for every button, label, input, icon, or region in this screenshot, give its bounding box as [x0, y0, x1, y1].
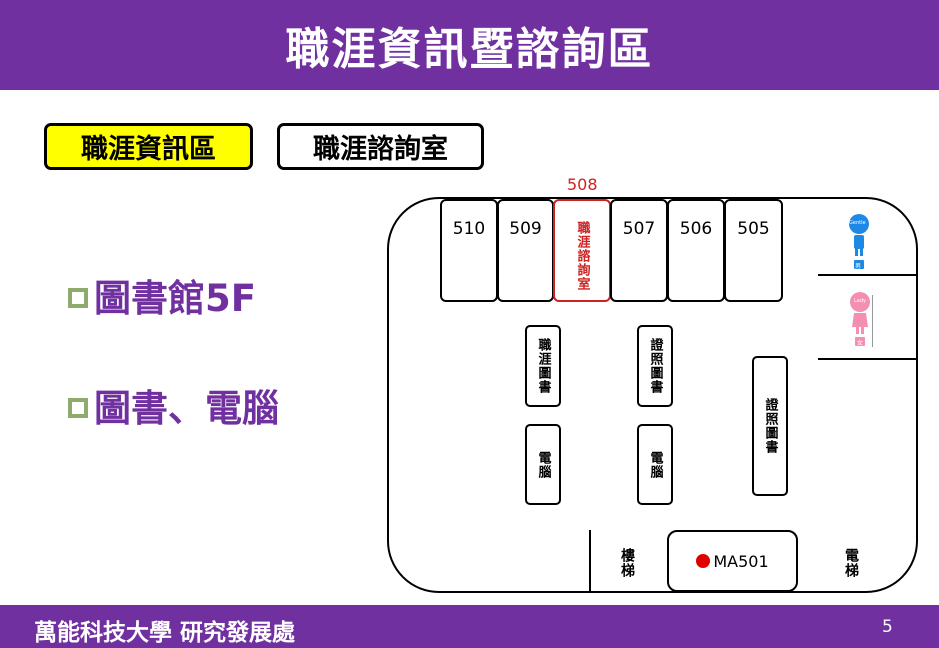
women-restroom-icon — [850, 292, 873, 347]
restroom-wall-2 — [818, 358, 918, 360]
footer-bar: 萬能科技大學 研究發展處 5 — [0, 605, 939, 648]
career-info-tag: 職涯資訊區 — [44, 123, 253, 170]
shelf-label: 職涯圖書 — [535, 338, 551, 394]
page-number: 5 — [882, 617, 893, 637]
elevator-label: 電梯 — [841, 548, 861, 582]
bullet-item-resources: 圖書、電腦 — [68, 378, 279, 432]
women-char: 女 — [857, 340, 864, 347]
stair-wall — [589, 530, 591, 592]
room-label: 505 — [737, 219, 770, 239]
room-505: 505 — [724, 199, 783, 302]
location-dot-icon — [696, 554, 711, 568]
license-books-shelf-2: 證照圖書 — [752, 356, 788, 496]
room-508: 職涯諮詢室 — [553, 199, 611, 302]
page-title: 職涯資訊暨諮詢區 — [285, 24, 654, 75]
bullet-text: 圖書、電腦 — [94, 387, 279, 430]
restroom-women: Lady 女 — [848, 291, 873, 351]
shelf-label: 證照圖書 — [762, 398, 778, 454]
career-consult-tag: 職涯諮詢室 — [277, 123, 484, 170]
stairs-label: 樓梯 — [617, 548, 637, 582]
room-507: 507 — [610, 199, 668, 302]
room-label: 510 — [452, 219, 486, 239]
footer-organization: 萬能科技大學 研究發展處 — [34, 620, 296, 646]
floor-map-outline — [387, 197, 918, 593]
career-books-shelf: 職涯圖書 — [525, 325, 561, 407]
elevator-text: 電梯 — [843, 548, 859, 578]
men-char: 男 — [855, 263, 862, 270]
restroom-wall-1 — [818, 274, 918, 276]
room-508-number: 508 — [567, 175, 598, 194]
ma501-label: MA501 — [713, 551, 769, 571]
room-label: 509 — [509, 219, 542, 239]
room-508-name: 職涯諮詢室 — [574, 220, 590, 291]
room-ma501: MA501 — [667, 530, 798, 592]
room-509: 509 — [497, 199, 554, 302]
restroom-men: Gentle 男 — [848, 214, 870, 274]
room-label: 506 — [679, 219, 713, 239]
stairs-text: 樓梯 — [619, 548, 635, 578]
license-books-shelf-1: 證照圖書 — [637, 325, 673, 407]
room-510: 510 — [440, 199, 498, 302]
header-bar: 職涯資訊暨諮詢區 — [0, 0, 939, 90]
room-506: 506 — [667, 199, 725, 302]
shelf-label: 證照圖書 — [647, 338, 663, 394]
square-bullet-icon — [68, 288, 88, 308]
shelf-label: 電腦 — [535, 450, 551, 479]
men-sign-text: Gentle — [849, 220, 866, 226]
square-bullet-icon — [68, 398, 88, 418]
bullet-text: 圖書館5F — [94, 277, 257, 320]
bullet-item-library: 圖書館5F — [68, 268, 256, 322]
shelf-label: 電腦 — [647, 450, 663, 479]
room-label: 507 — [622, 219, 656, 239]
computer-area-1: 電腦 — [525, 424, 561, 505]
men-restroom-icon — [849, 214, 869, 269]
computer-area-2: 電腦 — [637, 424, 673, 505]
women-sign-text: Lady — [854, 298, 866, 304]
